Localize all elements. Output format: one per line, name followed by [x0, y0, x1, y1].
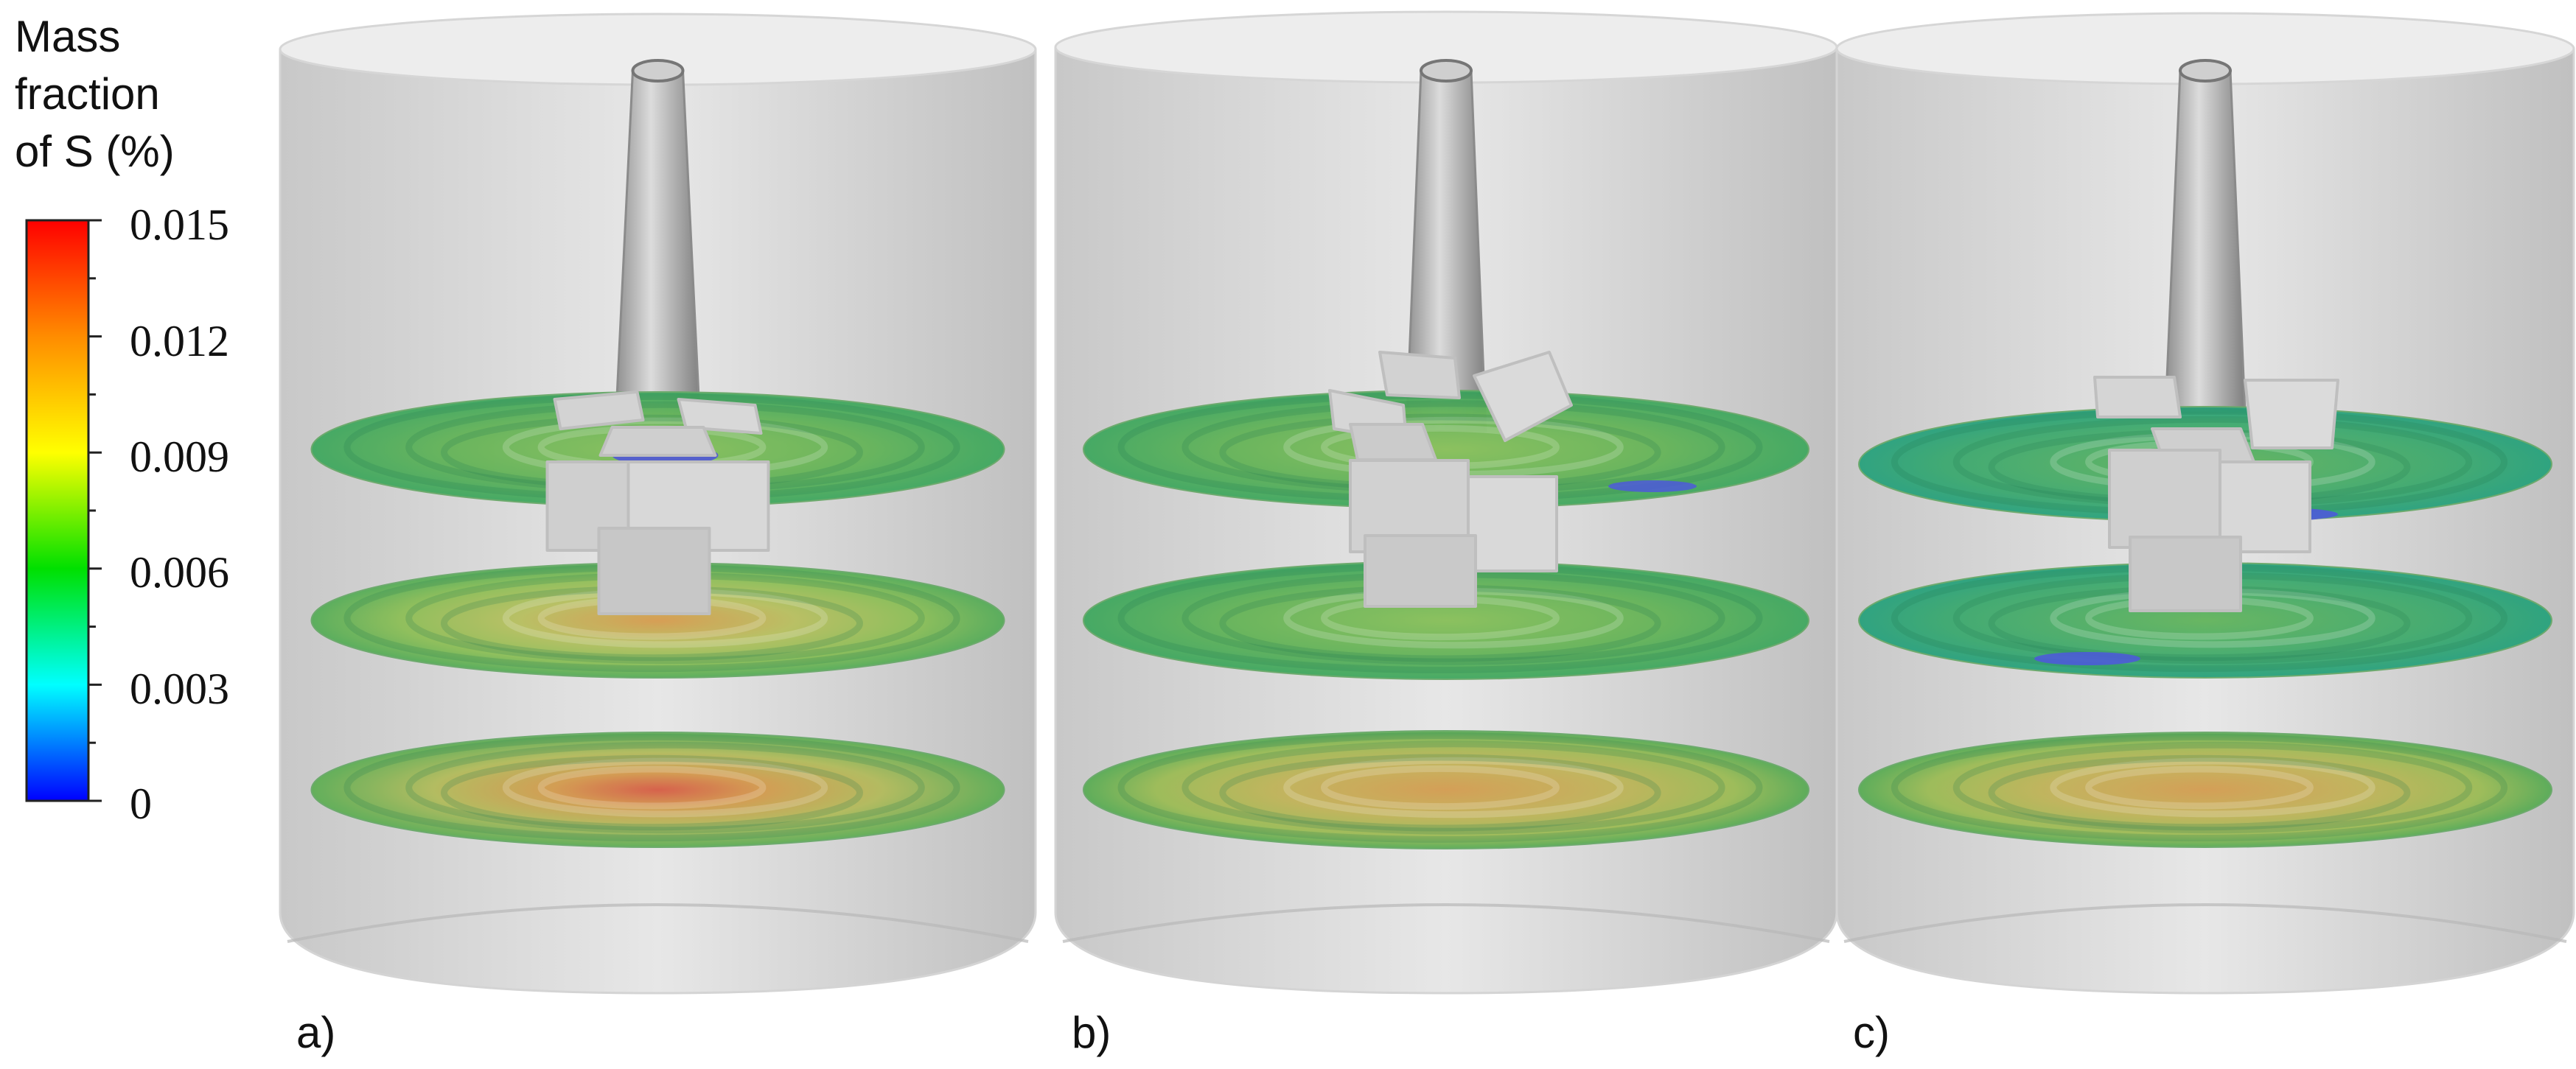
colorbar-legend: Mass fraction of S (%) 0.015 0.012 0.009… [15, 12, 229, 828]
disk-ring [1988, 754, 2411, 831]
disk-ring [537, 765, 767, 810]
disk-ring [502, 757, 828, 818]
tick-label-0-009: 0.009 [130, 432, 229, 481]
disk-ring [441, 754, 863, 831]
tank-bottom-curve [1062, 903, 1830, 943]
disk-ring [405, 741, 925, 834]
panel-label-2: c) [1853, 1008, 1890, 1057]
impeller-blade [1349, 423, 1437, 461]
impeller-blade [2244, 379, 2339, 449]
tick-label-0-012: 0.012 [130, 317, 229, 365]
disk-ring [1219, 754, 1661, 832]
disk-ring [1952, 741, 2473, 834]
disk-ring [1283, 757, 1624, 819]
impeller-blade [2129, 536, 2242, 612]
panel-label-0: a) [296, 1008, 335, 1057]
tick-label-0-003: 0.003 [130, 665, 229, 713]
low-concentration-spot [1608, 480, 1697, 492]
impeller-blade [1364, 534, 1477, 608]
impeller-blade [2108, 449, 2221, 549]
panel-1: b) [1054, 10, 1838, 1057]
tick-label-0-015: 0.015 [130, 200, 229, 249]
tank-bottom-curve [287, 903, 1029, 943]
disk-1-2 [1083, 730, 1809, 849]
panel-2: c) [1835, 12, 2575, 1057]
legend-title-line-3: of S (%) [15, 127, 175, 176]
impeller-blade [1378, 351, 1461, 399]
shaft-top [631, 59, 685, 83]
impeller-blade [677, 398, 763, 435]
tick-label-0-006: 0.006 [130, 548, 229, 597]
disk-ring [2050, 757, 2376, 818]
disk-ring [1321, 765, 1560, 810]
impeller-blade [598, 426, 717, 457]
impeller-shaft [2164, 69, 2247, 414]
impeller-blade [2093, 376, 2182, 418]
impeller-blade [1467, 475, 1558, 572]
colorbar-rect [25, 219, 90, 802]
shaft-top [2179, 59, 2232, 83]
disk-ring [343, 733, 960, 842]
legend-title-line-1: Mass [15, 12, 120, 61]
shaft-top [1420, 59, 1473, 83]
disk-ring [2085, 765, 2314, 810]
impeller-blade [597, 527, 711, 615]
disk-0-2 [310, 732, 1005, 848]
panel-0: a) [279, 13, 1037, 1057]
panel-label-1: b) [1072, 1008, 1111, 1057]
tick-label-0: 0 [130, 779, 152, 828]
legend-title-line-2: fraction [15, 69, 160, 119]
tank-bottom-curve [1843, 903, 2567, 943]
disk-ring [1117, 732, 1763, 843]
disk-ring [1891, 733, 2508, 842]
impeller-blade [553, 390, 645, 430]
low-concentration-spot [2034, 652, 2140, 665]
impeller-blade [2219, 460, 2311, 553]
disk-ring [1181, 740, 1725, 835]
impeller-blade [1473, 351, 1573, 442]
disk-2-2 [1858, 732, 2552, 848]
